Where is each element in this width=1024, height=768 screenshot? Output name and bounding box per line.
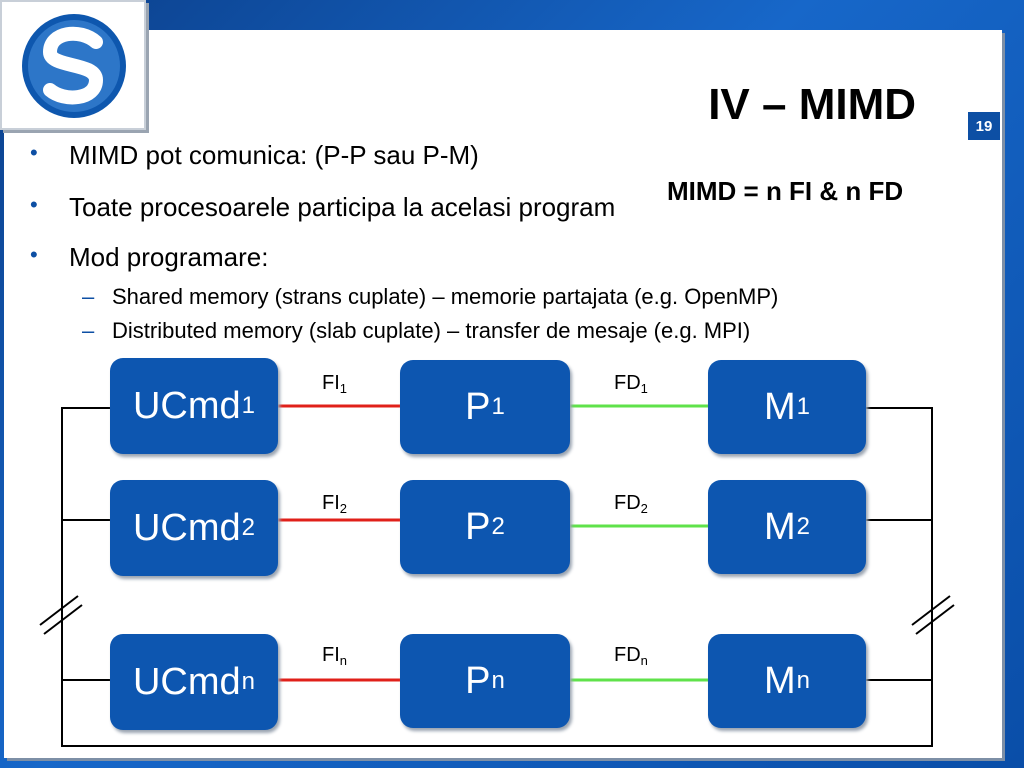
logo xyxy=(0,0,146,130)
mimd-equation: MIMD = n FI & n FD xyxy=(667,176,904,206)
fi-text: FI xyxy=(322,644,340,666)
processor-label: P xyxy=(465,659,491,702)
bullet-text: Toate procesoarele participa la acelasi … xyxy=(69,192,616,222)
memory-subscript: 2 xyxy=(796,513,810,540)
fd-label: FD2 xyxy=(614,492,648,516)
ucmd-label: UCmd xyxy=(132,506,241,549)
ucmd-subscript: 1 xyxy=(241,392,256,419)
fi-label: FI2 xyxy=(322,492,347,516)
bullet-marker: • xyxy=(30,192,38,217)
memory-label: M xyxy=(763,385,796,428)
processor-label: P xyxy=(465,505,491,548)
bullet-marker: • xyxy=(30,242,38,267)
fi-text: FI xyxy=(322,492,340,514)
break-mark xyxy=(911,595,951,626)
processor-subscript: n xyxy=(491,667,505,694)
break-mark xyxy=(43,604,83,635)
bullet-marker: • xyxy=(30,140,38,165)
memory-label: M xyxy=(763,505,796,548)
fi-subscript: 1 xyxy=(339,381,348,396)
bullet-text: Mod programare: xyxy=(69,242,269,272)
processor-label: P xyxy=(465,385,491,428)
break-mark xyxy=(915,604,955,635)
break-mark xyxy=(39,595,79,626)
fd-label: FD1 xyxy=(614,372,648,396)
sub-bullet-text: Shared memory (strans cuplate) – memorie… xyxy=(112,284,779,309)
fd-subscript: n xyxy=(640,653,648,668)
fd-subscript: 2 xyxy=(640,501,648,516)
slide-number: 19 xyxy=(968,112,1000,140)
fi-label: FI1 xyxy=(322,372,347,396)
ucmd-subscript: n xyxy=(241,668,256,695)
ucmd-label: UCmd xyxy=(132,384,241,427)
memory-label: M xyxy=(763,659,796,702)
memory-subscript: n xyxy=(796,667,810,694)
fi-text: FI xyxy=(322,372,340,394)
fd-subscript: 1 xyxy=(640,381,648,396)
fi-subscript: 2 xyxy=(339,501,348,516)
bus-left xyxy=(61,407,933,747)
bullet-text: MIMD pot comunica: (P-P sau P-M) xyxy=(69,140,479,170)
fi-label: FIn xyxy=(322,644,347,668)
fd-text: FD xyxy=(614,492,641,514)
fd-text: FD xyxy=(614,644,641,666)
fd-text: FD xyxy=(614,372,641,394)
sub-bullet-marker: – xyxy=(82,318,95,343)
sub-bullet-text: Distributed memory (slab cuplate) – tran… xyxy=(112,318,751,343)
memory-subscript: 1 xyxy=(796,393,810,420)
fi-subscript: n xyxy=(339,653,348,668)
processor-subscript: 1 xyxy=(491,393,505,420)
fd-label: FDn xyxy=(614,644,648,668)
ucmd-subscript: 2 xyxy=(241,514,256,541)
processor-subscript: 2 xyxy=(491,513,505,540)
logo-icon xyxy=(22,14,126,118)
ucmd-label: UCmd xyxy=(132,660,241,703)
slide-title: IV – MIMD xyxy=(708,80,916,129)
sub-bullet-marker: – xyxy=(82,284,95,309)
